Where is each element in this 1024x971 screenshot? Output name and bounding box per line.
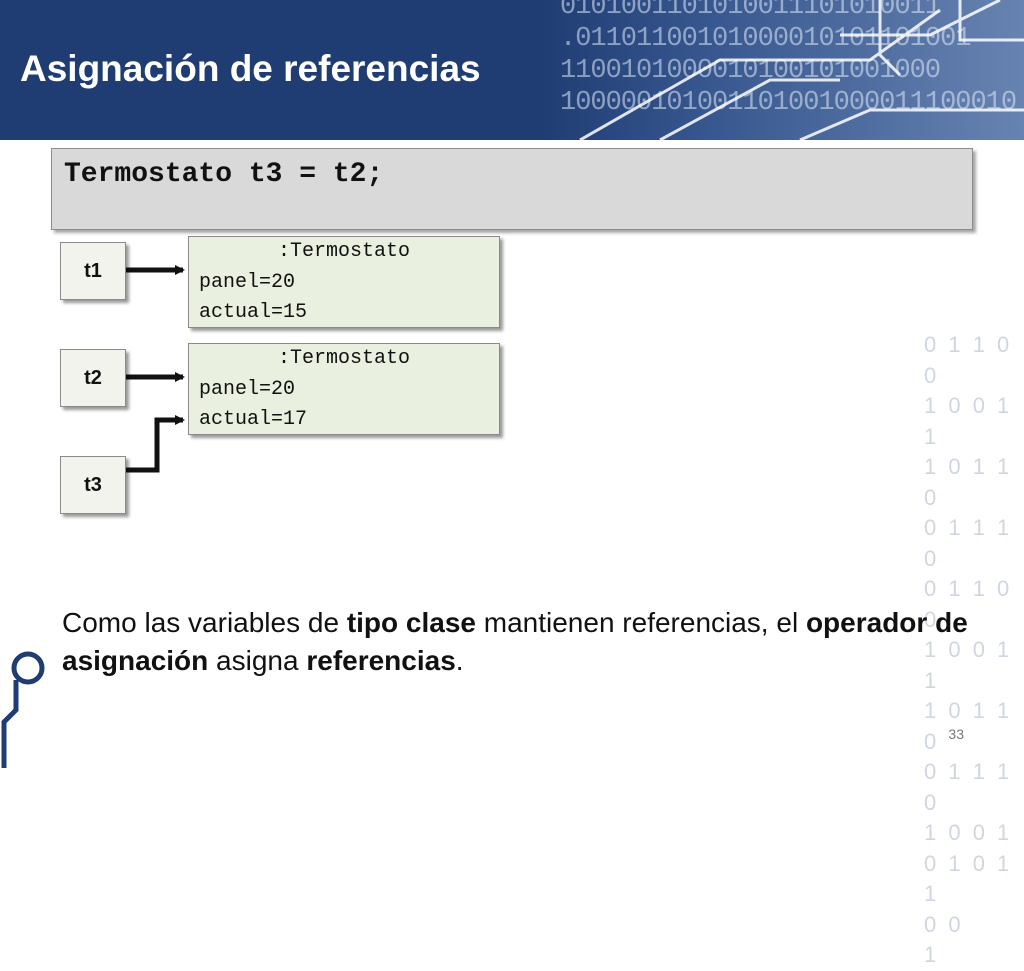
termostato-object-1: :Termostato panel=20 actual=15 xyxy=(188,236,500,328)
object-field-panel: panel=20 xyxy=(199,378,296,401)
circuit-lines-decoration xyxy=(579,0,1024,140)
body-text-part: asigna xyxy=(208,645,307,676)
body-text-bold: operador de asignación xyxy=(62,607,968,676)
side-binary-row: 0 1 0 1 1 xyxy=(924,850,1013,907)
side-binary-row: 1 0 0 1 xyxy=(924,820,1013,845)
side-binary-row: 0 1 1 0 0 xyxy=(924,576,1013,632)
slide-body-text: Como las variables de tipo clase mantien… xyxy=(62,604,992,680)
side-binary-row: 1 0 1 1 0 xyxy=(924,698,1013,754)
body-text-bold: referencias xyxy=(306,645,456,676)
termostato-object-2: :Termostato panel=20 actual=17 xyxy=(188,343,500,435)
slide-title: Asignación de referencias xyxy=(20,48,481,89)
header-binary-row: .01101100101000010101101001 xyxy=(560,24,971,54)
object-field-panel: panel=20 xyxy=(199,271,296,294)
object-field-actual: actual=15 xyxy=(199,301,308,324)
body-text-bold: tipo clase xyxy=(346,607,476,638)
header-binary-row: 100000101001101001000011100010 xyxy=(560,88,1017,118)
side-binary-row: 0 0 xyxy=(924,911,964,937)
object-class-label: :Termostato xyxy=(277,240,411,263)
circuit-node-decoration xyxy=(1,651,45,768)
side-binary-row: 0 1 1 0 0 xyxy=(924,332,1013,388)
body-text-part: . xyxy=(455,645,464,676)
side-binary-row: 1 0 0 1 1 xyxy=(924,637,1013,693)
object-class-label: :Termostato xyxy=(277,347,411,370)
arrow-t3-to-object2 xyxy=(126,415,185,473)
slide-header: 0101001101010011101010011 .0110110010100… xyxy=(0,0,1024,140)
variable-t3: t3 xyxy=(60,456,126,514)
body-text-part: Como las variables de xyxy=(62,607,347,638)
page-number: 33 xyxy=(948,726,964,742)
header-binary-row: 0101001101010011101010011 xyxy=(560,0,941,22)
side-binary-row: 1 0 0 1 1 xyxy=(924,393,1013,449)
side-binary-row: 1 0 1 1 0 xyxy=(924,454,1013,510)
body-text-part: mantienen referencias, el xyxy=(475,607,806,638)
code-statement: Termostato t3 = t2; xyxy=(64,159,384,190)
variable-t1: t1 xyxy=(60,242,126,300)
side-binary-row: 1 xyxy=(924,942,940,967)
reference-arrows xyxy=(126,265,185,473)
side-binary-row: 0 1 1 1 0 xyxy=(924,759,1013,815)
code-statement-box: Termostato t3 = t2; xyxy=(51,148,973,230)
object-field-actual: actual=17 xyxy=(199,408,308,431)
side-binary-row: 0 1 1 1 0 xyxy=(924,515,1013,571)
variable-t2: t2 xyxy=(60,349,126,407)
